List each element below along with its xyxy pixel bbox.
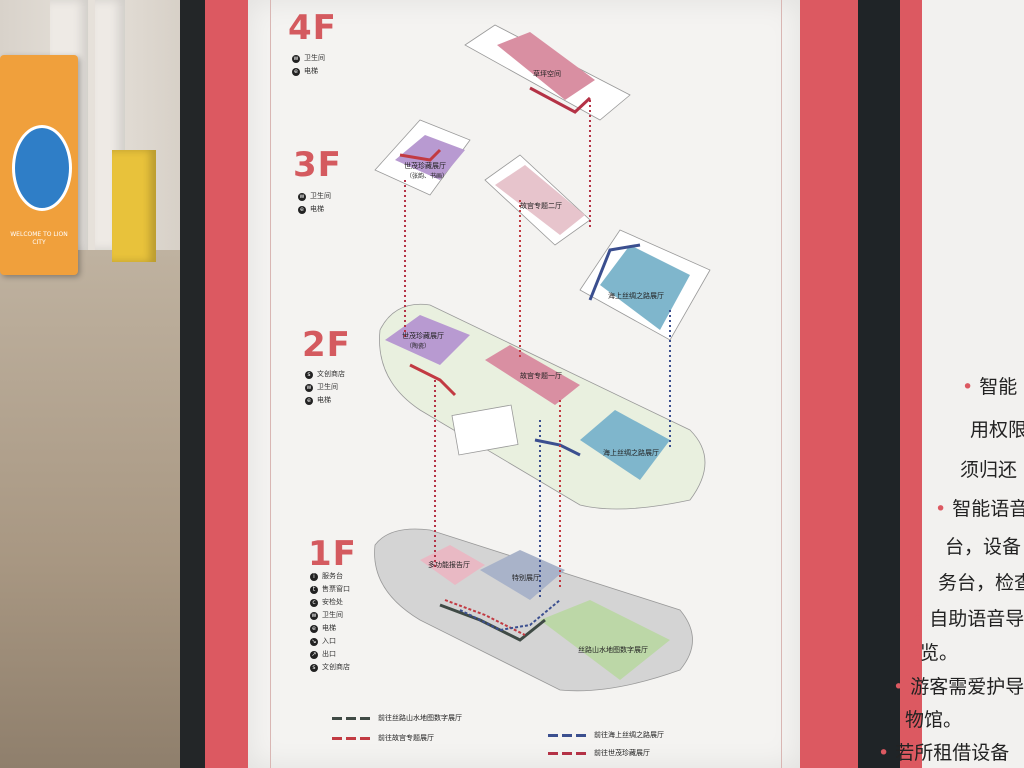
board-inner-border [270, 0, 782, 768]
room-label: 故宫专题二厅 [520, 201, 562, 210]
room-label: 特别展厅 [512, 573, 540, 582]
room-label: （陶瓷） [406, 342, 430, 350]
hall-3f-palace-2 [495, 165, 585, 235]
side-text-line: 览。 [920, 642, 959, 664]
hall-2f-maritime [580, 410, 670, 480]
ticket-icon: t [310, 585, 318, 594]
side-text-line: 物馆。 [905, 709, 963, 731]
floor-4f-plate [464, 24, 631, 121]
room-label: 多功能报告厅 [428, 560, 470, 569]
route-legend-item: 前往故宫专题展厅 [332, 733, 434, 743]
side-panel-red-edge [900, 0, 922, 768]
side-text-line: • 游客需爱护导 [893, 676, 1024, 698]
room-label: （张韵、书画） [406, 172, 448, 180]
route-legend-item: 前往海上丝绸之路展厅 [548, 730, 664, 740]
route-swatch [332, 736, 372, 740]
entrance-icon: ↘ [310, 637, 318, 646]
route-legend-item: 前往丝路山水地图数字展厅 [332, 713, 462, 723]
hall-2f-palace-1 [485, 345, 580, 405]
room-label: 草坪空间 [533, 69, 561, 78]
hall-3f-maritime [600, 245, 690, 330]
room-label: 丝路山水地图数字展厅 [578, 645, 648, 654]
side-text-line: • 智能 [962, 376, 1018, 398]
elevator-icon: e [310, 624, 318, 633]
kiosk-text: WELCOME TO LION CITY [10, 231, 68, 246]
mascot-face-icon [12, 125, 72, 211]
restroom-icon: w [292, 54, 300, 63]
room-label: 故宫专题一厅 [520, 371, 562, 380]
route-swatch [548, 751, 588, 755]
restroom-icon: w [298, 192, 306, 201]
side-text-line: 台，设备 [945, 536, 1022, 558]
route-swatch [548, 733, 588, 737]
floor-2f-plate [379, 303, 706, 510]
exit-icon: ↗ [310, 650, 318, 659]
floor-title-4f: 4F [288, 8, 337, 48]
floor-title-3f: 3F [293, 145, 342, 185]
hall-2f-treasures [385, 315, 470, 365]
hall-3f-treasures [395, 135, 465, 180]
route-legend-item: 前往世茂珍藏展厅 [548, 748, 650, 758]
security-check-icon: c [310, 598, 318, 607]
side-text-line: 用权限 [970, 419, 1024, 441]
room-label: 海上丝绸之路展厅 [608, 291, 664, 300]
vending-kiosk: WELCOME TO LION CITY [0, 55, 78, 275]
shop-icon: s [305, 370, 313, 379]
room-label: 世茂珍藏展厅 [404, 161, 446, 170]
room-label: 世茂珍藏展厅 [402, 331, 444, 340]
floor-title-2f: 2F [302, 325, 351, 365]
hall-1f-special [480, 550, 565, 600]
route-swatch [332, 716, 372, 720]
side-text-line: 须归还 [960, 459, 1018, 481]
service-desk-icon: i [310, 572, 318, 581]
shop-icon: s [310, 663, 318, 672]
restroom-icon: w [305, 383, 313, 392]
hall-4f-lawn [497, 32, 595, 100]
side-text-line: • 智能语音 [935, 498, 1024, 520]
yellow-bollard [112, 150, 156, 262]
side-text-line: • 自助语音导 [912, 608, 1024, 630]
restroom-icon: w [310, 611, 318, 620]
floor-1f-plate [374, 528, 693, 692]
hall-1f-lecture [420, 545, 485, 585]
side-text-line: • 若所租借设备 [878, 742, 1010, 764]
floor-connectors [404, 100, 671, 600]
room-label: 海上丝绸之路展厅 [603, 448, 659, 457]
elevator-icon: e [298, 205, 306, 214]
hall-1f-digital [540, 600, 670, 680]
floor-title-1f: 1F [308, 534, 357, 574]
floor-3f-plate [374, 119, 711, 341]
side-text-line: 务台，检查 [938, 572, 1024, 594]
elevator-icon: e [292, 67, 300, 76]
elevator-icon: e [305, 396, 313, 405]
